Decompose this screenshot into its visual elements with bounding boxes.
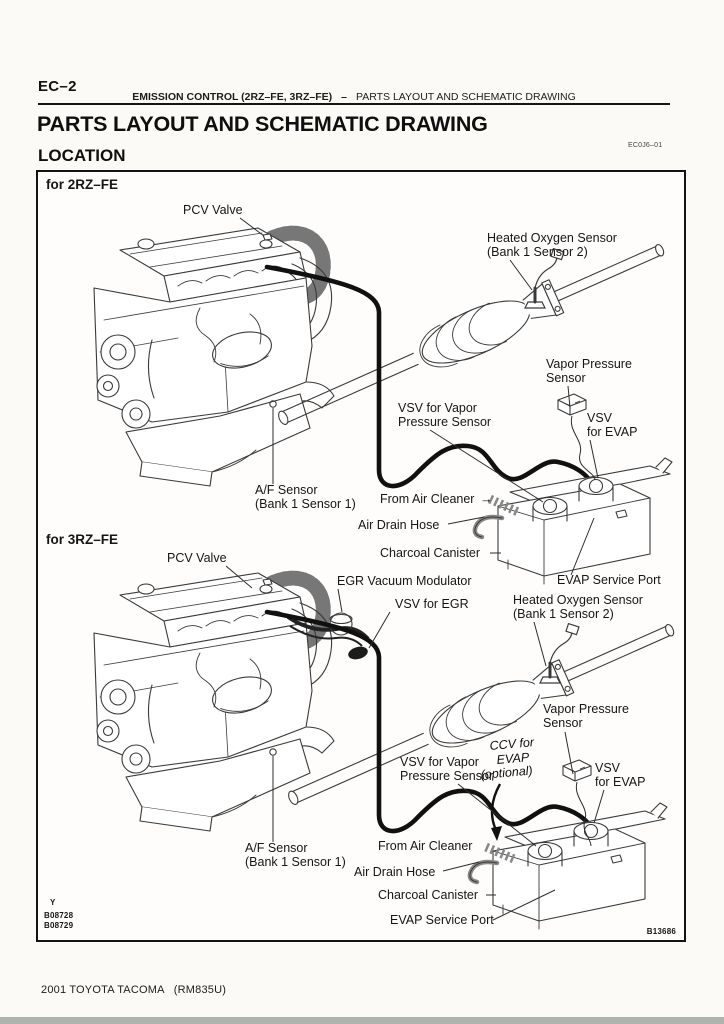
label-vsv-vapor-2-2rz: Pressure Sensor (398, 415, 491, 429)
label-from-air-cleaner-3rz: From Air Cleaner (378, 839, 472, 853)
leader-hos-2rz (509, 259, 533, 291)
leader-vsv-evap-2rz (589, 439, 599, 479)
vapor-pressure-sensor-3rz (562, 759, 592, 782)
af-sensor-3rz (269, 748, 277, 756)
engine-illustration-3rz (94, 573, 334, 831)
leader-vps-2rz (567, 385, 571, 409)
running-header-separator: – (341, 91, 347, 103)
label-pcv-valve-3rz: PCV Valve (167, 551, 227, 565)
handwritten-ccv-3: (optional) (480, 763, 533, 781)
header-rule (38, 103, 670, 106)
label-air-drain-3rz: Air Drain Hose (354, 865, 435, 879)
label-vapor-pressure-2-2rz: Sensor (546, 371, 586, 385)
label-from-air-cleaner-2rz: From Air Cleaner (380, 492, 474, 506)
af-sensor-2rz (269, 400, 277, 408)
label-vsv-vapor-1-3rz: VSV for Vapor (400, 755, 479, 769)
document-code: EC0J6–01 (628, 142, 663, 149)
label-vapor-pressure-1-2rz: Vapor Pressure (546, 357, 632, 371)
label-evap-service-port-2rz: EVAP Service Port (557, 573, 661, 587)
leader-vsv-vapor-3rz (457, 783, 537, 847)
label-charcoal-canister-3rz: Charcoal Canister (378, 888, 478, 902)
footer-text: 2001 TOYOTA TACOMA (RM835U) (41, 984, 227, 996)
section-heading: LOCATION (38, 146, 126, 165)
label-heated-o2-1-3rz: Heated Oxygen Sensor (513, 593, 643, 607)
label-charcoal-canister-2rz: Charcoal Canister (380, 546, 480, 560)
label-vsv-vapor-2-3rz: Pressure Sensor (400, 769, 493, 783)
page-title: PARTS LAYOUT AND SCHEMATIC DRAWING (37, 112, 488, 136)
leader-pcv-2rz (239, 217, 265, 237)
leader-vsv-egr (368, 611, 391, 649)
vapor-sensor-wire-2rz (570, 415, 596, 481)
evap-hose-3rz (264, 609, 594, 834)
vapor-sensor-wire-3rz (575, 781, 592, 847)
page-number: EC–2 (38, 78, 77, 95)
scan-edge (0, 1017, 724, 1024)
label-vsv-evap-1-3rz: VSV (595, 761, 621, 775)
diagram-2rz-fe: for 2RZ–FE (46, 177, 672, 587)
egr-modulator-cap (329, 613, 353, 625)
arrow-from-air-cleaner-2rz: → (480, 492, 493, 506)
figure-code-1: B08728 (44, 911, 74, 920)
label-vapor-pressure-1-3rz: Vapor Pressure (543, 702, 629, 716)
label-vsv-evap-2-2rz: for EVAP (587, 425, 637, 439)
charcoal-canister-3rz (470, 803, 667, 929)
evap-hose-2rz (264, 264, 594, 489)
label-heated-o2-2-3rz: (Bank 1 Sensor 2) (513, 607, 614, 621)
leader-evap-port-3rz (492, 889, 556, 921)
label-af-sensor-1-2rz: A/F Sensor (255, 483, 318, 497)
vsv-egr-part (348, 646, 368, 660)
running-header-section: EMISSION CONTROL (2RZ–FE, 3RZ–FE) (132, 91, 333, 103)
label-vsv-egr: VSV for EGR (395, 597, 469, 611)
diagram-3rz-fe: for 3RZ–FE (46, 532, 683, 929)
figure-mark-y: Y (50, 898, 56, 907)
section-label-3rz: for 3RZ–FE (46, 532, 118, 547)
leader-vsv-evap-3rz (593, 789, 605, 824)
label-heated-o2-2-2rz: (Bank 1 Sensor 2) (487, 245, 588, 259)
section-label-2rz: for 2RZ–FE (46, 177, 118, 192)
label-af-sensor-1-3rz: A/F Sensor (245, 841, 308, 855)
label-vsv-evap-1-2rz: VSV (587, 411, 613, 425)
running-header-chapter: PARTS LAYOUT AND SCHEMATIC DRAWING (356, 91, 576, 103)
label-vapor-pressure-2-3rz: Sensor (543, 716, 583, 730)
leader-evap-port-2rz (570, 517, 595, 576)
label-af-sensor-2-2rz: (Bank 1 Sensor 1) (255, 497, 356, 511)
leader-air-drain-3rz (442, 861, 480, 872)
label-pcv-valve-2rz: PCV Valve (183, 203, 243, 217)
figure-code-right: B13686 (647, 927, 677, 936)
label-vsv-vapor-1-2rz: VSV for Vapor (398, 401, 477, 415)
leader-pcv-3rz (225, 565, 253, 589)
engine-illustration-2rz (94, 228, 334, 486)
handwritten-ccv-1: CCV for (489, 735, 535, 753)
handwritten-ccv-2: EVAP (496, 750, 530, 767)
figure-code-2: B08729 (44, 921, 74, 930)
leader-vsv-vapor-2rz (429, 429, 544, 503)
vapor-pressure-sensor-2rz (557, 393, 587, 416)
leader-egr-modulator (337, 588, 343, 613)
running-header: EMISSION CONTROL (2RZ–FE, 3RZ–FE)–PARTS … (38, 91, 670, 103)
leader-vps-3rz (564, 731, 574, 775)
label-af-sensor-2-3rz: (Bank 1 Sensor 1) (245, 855, 346, 869)
label-egr-modulator: EGR Vacuum Modulator (337, 574, 472, 588)
leader-air-drain-2rz (447, 516, 485, 525)
label-vsv-evap-2-3rz: for EVAP (595, 775, 645, 789)
handwritten-arrow (490, 783, 502, 833)
label-evap-service-port-3rz: EVAP Service Port (390, 913, 494, 927)
leader-hos-3rz (533, 621, 547, 667)
label-air-drain-2rz: Air Drain Hose (358, 518, 439, 532)
egr-pipe-2-3rz (289, 625, 363, 647)
label-heated-o2-1-2rz: Heated Oxygen Sensor (487, 231, 617, 245)
parts-layout-figure: for 2RZ–FE (44, 177, 683, 936)
handwritten-arrowhead (491, 826, 502, 841)
figure-frame: for 2RZ–FE (36, 170, 686, 942)
